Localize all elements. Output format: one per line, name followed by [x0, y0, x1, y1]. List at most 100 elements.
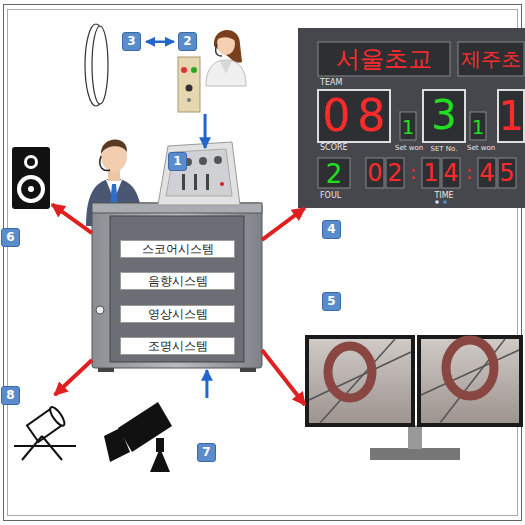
- scoreboard-display: [423, 90, 465, 142]
- spotlight-icon: [48, 405, 67, 428]
- rack-cabinet: [240, 368, 256, 372]
- scoreboard-display: [470, 112, 486, 140]
- system-label: 음향시스템: [148, 273, 208, 290]
- monitor-pair: [446, 340, 494, 396]
- speaker-icon: [24, 155, 38, 169]
- scoreboard-display: [442, 158, 460, 188]
- monitor-pair: [408, 425, 422, 449]
- spotlight-icon: [42, 436, 62, 460]
- control-panel: [186, 85, 193, 92]
- monitor-pair: [421, 339, 519, 423]
- ring-antenna: [85, 24, 107, 106]
- operator-woman: [216, 31, 237, 42]
- scoreboard-text: 1: [402, 117, 415, 137]
- rack-node: 1 스코어시스템음향시스템영상시스템조명시스템: [92, 148, 262, 370]
- signal-arrow: [146, 41, 174, 44]
- mixing-console: [166, 149, 232, 196]
- spotlight-icon: [26, 405, 66, 443]
- signal-arrow: [52, 204, 92, 233]
- control-panel: [178, 57, 200, 112]
- control-panel: [181, 67, 187, 73]
- camera-node: 7: [105, 398, 217, 470]
- scoreboard-text: :: [410, 162, 417, 182]
- spotlight-icon: [14, 405, 76, 460]
- scoreboard-text: 3: [431, 95, 456, 135]
- system-label: 영상시스템: [148, 306, 208, 323]
- rack-cabinet: [98, 368, 114, 372]
- scoreboard-text: TIME: [434, 192, 453, 200]
- speaker-icon: [27, 158, 35, 166]
- scoreboard-text: FOUL: [320, 192, 341, 200]
- callout-number: 7: [197, 443, 216, 462]
- system-label: 스코어시스템: [142, 241, 214, 258]
- callout-number: 8: [1, 386, 20, 405]
- scoreboard-text: Set won: [467, 145, 495, 152]
- system-band: 음향시스템: [120, 272, 235, 290]
- rack-cabinet: [110, 216, 244, 362]
- scoreboard-text: 2: [326, 161, 343, 187]
- operator-woman: [206, 30, 246, 86]
- monitor-pair: [320, 339, 395, 423]
- callout-number: 1: [168, 152, 187, 171]
- scoreboard-display: [318, 42, 450, 76]
- spotlight-icon: [22, 436, 42, 460]
- scoreboard-display: [298, 28, 525, 208]
- scoreboard-text: SCORE: [320, 144, 348, 152]
- mixing-console: [158, 142, 240, 205]
- callout-number: 2: [178, 32, 197, 51]
- callout-number: 5: [322, 292, 341, 311]
- signal-arrow: [55, 360, 92, 395]
- scoreboard-display: [400, 112, 416, 140]
- operator-woman: [216, 44, 222, 56]
- monitor-pair: [370, 448, 460, 460]
- mixing-console: [182, 174, 185, 190]
- operator-man: [101, 140, 127, 172]
- spotlight-icon: [14, 445, 76, 447]
- rack-cabinet: [92, 203, 262, 372]
- scoreboard-display: [422, 158, 440, 188]
- callout-number: 4: [322, 220, 341, 239]
- scoreboard-text: 4: [443, 161, 458, 185]
- scoreboard-text: 4: [479, 161, 494, 185]
- scoreboard-text: TEAM: [320, 79, 342, 87]
- scoreboard-display: [443, 200, 447, 204]
- mixing-console: [158, 142, 240, 205]
- system-band: 스코어시스템: [120, 240, 235, 258]
- scoreboard-display: [498, 90, 524, 142]
- scoreboard-text: 0: [322, 94, 350, 138]
- scoreboard-text: SET No.: [431, 146, 458, 153]
- scoreboard-display: [366, 158, 384, 188]
- operator-woman: [206, 60, 246, 86]
- monitor-pair: [421, 350, 519, 395]
- callout-number: 6: [1, 228, 20, 247]
- scoreboard-text: :: [466, 162, 473, 182]
- spotlight-node: 8: [12, 395, 82, 460]
- scoreboard-text: 1: [498, 96, 523, 136]
- scoreboard-text: 0: [367, 161, 382, 185]
- scoreboard-text: 1: [472, 117, 485, 137]
- speaker-icon: [12, 147, 50, 209]
- rack-cabinet: [92, 203, 262, 368]
- scoreboard-display: [435, 200, 439, 204]
- system-label: 조명시스템: [148, 338, 208, 355]
- callout-number: 3: [122, 32, 141, 51]
- system-band: 영상시스템: [120, 305, 235, 323]
- speaker-icon: [21, 179, 41, 199]
- mixing-console: [206, 174, 209, 190]
- monitor-pair: [417, 335, 523, 427]
- scoreboard-text: 2: [387, 161, 402, 185]
- speaker-icon: [12, 147, 50, 209]
- mixing-console: [194, 174, 197, 190]
- scoreboard-display: [298, 28, 525, 208]
- monitor-pair: [440, 339, 505, 423]
- scoreboard-text: 5: [499, 161, 514, 185]
- scoreboard-display: [318, 158, 350, 188]
- camera-icon: [150, 448, 170, 472]
- scoreboard-text: 서울초교: [336, 47, 432, 71]
- control-panel: [187, 98, 191, 102]
- scoreboard-display: [386, 158, 404, 188]
- monitor-pair: [328, 346, 372, 398]
